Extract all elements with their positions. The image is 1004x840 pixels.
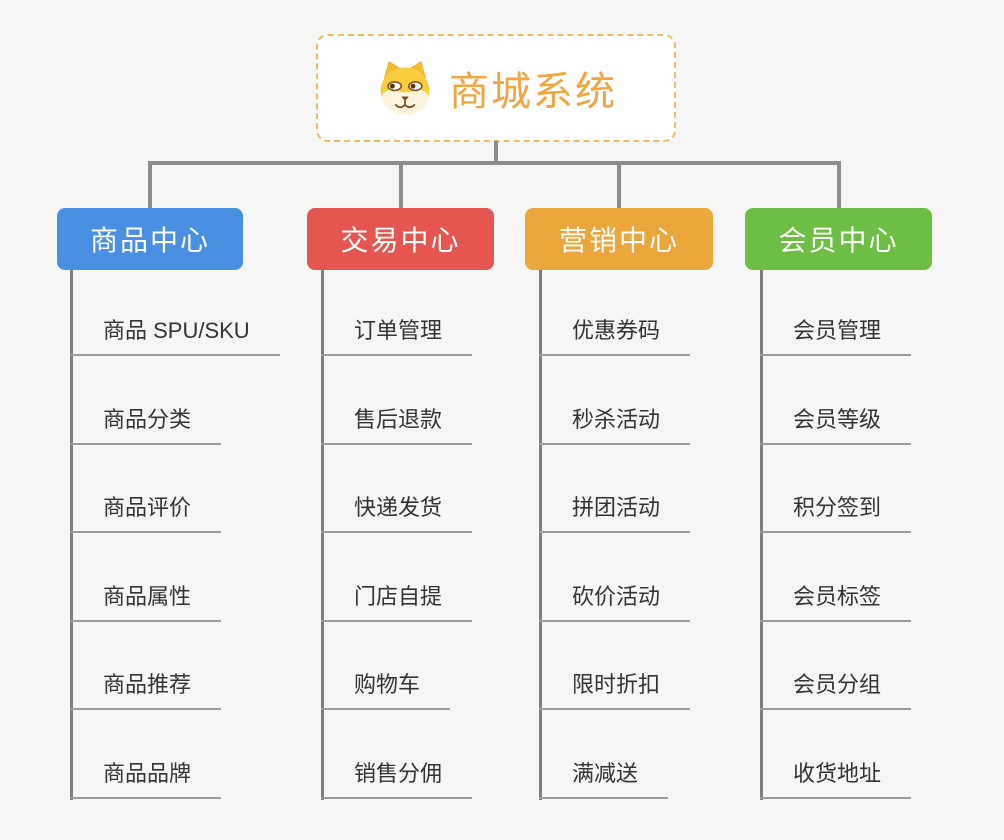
branch-item[interactable]: 会员管理 [760,317,912,356]
branch-item[interactable]: 秒杀活动 [539,406,691,445]
branch-item[interactable]: 拼团活动 [539,494,691,533]
branch-item[interactable]: 会员分组 [760,671,912,710]
connector-drop-line [617,163,621,208]
branch-item[interactable]: 售后退款 [321,406,473,445]
branch-box-0[interactable]: 商品中心 [57,208,243,270]
branch-trunk-line [70,270,73,800]
branch-item[interactable]: 限时折扣 [539,671,691,710]
branch-item[interactable]: 门店自提 [321,583,473,622]
branch-item[interactable]: 收货地址 [760,760,912,799]
branch-item[interactable]: 快递发货 [321,494,473,533]
branch-box-3[interactable]: 会员中心 [745,208,932,270]
branch-item[interactable]: 购物车 [321,671,451,710]
branch-label: 交易中心 [340,225,461,256]
connector-horizontal-line [148,161,841,165]
branch-item[interactable]: 销售分佣 [321,760,473,799]
branch-item[interactable]: 订单管理 [321,317,473,356]
connector-drop-line [836,163,841,208]
branch-item[interactable]: 商品推荐 [70,671,222,710]
branch-trunk-line [539,270,542,800]
branch-item[interactable]: 商品 SPU/SKU [70,317,280,356]
branch-item[interactable]: 砍价活动 [539,583,691,622]
connector-drop-line [398,163,403,208]
branch-trunk-line [321,270,324,800]
branch-box-1[interactable]: 交易中心 [307,208,494,270]
branch-trunk-line [760,270,763,800]
branch-label: 营销中心 [558,225,679,256]
branch-item[interactable]: 积分签到 [760,494,912,533]
branch-item[interactable]: 会员等级 [760,406,912,445]
branch-item[interactable]: 商品评价 [70,494,222,533]
branch-item[interactable]: 会员标签 [760,583,912,622]
branch-label: 会员中心 [778,225,899,256]
branch-item[interactable]: 满减送 [539,760,669,799]
connector-drop-line [148,163,152,208]
branch-box-2[interactable]: 营销中心 [525,208,713,270]
root-title: 商城系统 [449,70,617,114]
root-node[interactable]: 商城系统 [316,34,676,142]
branch-item[interactable]: 优惠券码 [539,317,691,356]
branch-item[interactable]: 商品品牌 [70,760,222,799]
branch-item[interactable]: 商品属性 [70,583,222,622]
branch-item[interactable]: 商品分类 [70,406,222,445]
branch-label: 商品中心 [89,225,210,256]
dog-face-icon [380,61,430,115]
connector-root-stem [494,141,498,163]
